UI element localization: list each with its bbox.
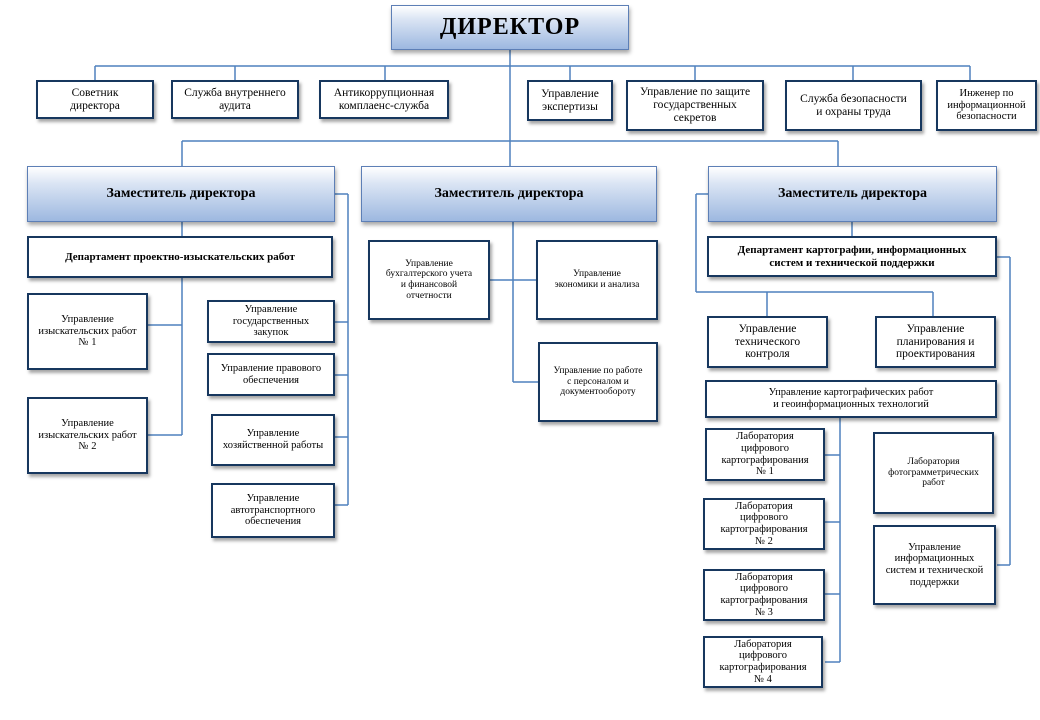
- expertise-box: Управление экспертизы: [527, 80, 613, 121]
- internal-audit-box: Служба внутреннего аудита: [171, 80, 299, 119]
- legal-support-box: Управление правового обеспечения: [207, 353, 335, 396]
- info-systems-box: Управление информационных систем и техни…: [873, 525, 996, 605]
- survey-office-1-box: Управление изыскательских работ № 1: [27, 293, 148, 370]
- planning-box: Управление планирования и проектирования: [875, 316, 996, 368]
- deputy-director-middle: Заместитель директора: [361, 166, 657, 222]
- lab-3-box: Лаборатория цифрового картографирования …: [703, 569, 825, 621]
- cartography-department-box: Департамент картографии, информационных …: [707, 236, 997, 277]
- state-secrets-box: Управление по защите государственных сек…: [626, 80, 764, 131]
- lab-2-box: Лаборатория цифрового картографирования …: [703, 498, 825, 550]
- procurement-box: Управление государственных закупок: [207, 300, 335, 343]
- director-box: ДИРЕКТОР: [391, 5, 629, 50]
- advisor-box: Советник директора: [36, 80, 154, 119]
- photogrammetry-lab-box: Лаборатория фотограмметрических работ: [873, 432, 994, 514]
- deputy-director-left: Заместитель директора: [27, 166, 335, 222]
- infosec-engineer-box: Инженер по информационной безопасности: [936, 80, 1037, 131]
- deputy-director-right: Заместитель директора: [708, 166, 997, 222]
- economics-box: Управление экономики и анализа: [536, 240, 658, 320]
- anticorruption-box: Антикоррупционная комплаенс-служба: [319, 80, 449, 119]
- security-box: Служба безопасности и охраны труда: [785, 80, 922, 131]
- personnel-box: Управление по работе с персоналом и доку…: [538, 342, 658, 422]
- cartography-works-box: Управление картографических работ и геои…: [705, 380, 997, 418]
- survey-office-2-box: Управление изыскательских работ № 2: [27, 397, 148, 474]
- tech-control-box: Управление технического контроля: [707, 316, 828, 368]
- transport-support-box: Управление автотранспортного обеспечения: [211, 483, 335, 538]
- lab-4-box: Лаборатория цифрового картографирования …: [703, 636, 823, 688]
- survey-department-box: Департамент проектно-изыскательских рабо…: [27, 236, 333, 278]
- economic-works-box: Управление хозяйственной работы: [211, 414, 335, 466]
- accounting-box: Управление бухгалтерского учета и финанс…: [368, 240, 490, 320]
- lab-1-box: Лаборатория цифрового картографирования …: [705, 428, 825, 481]
